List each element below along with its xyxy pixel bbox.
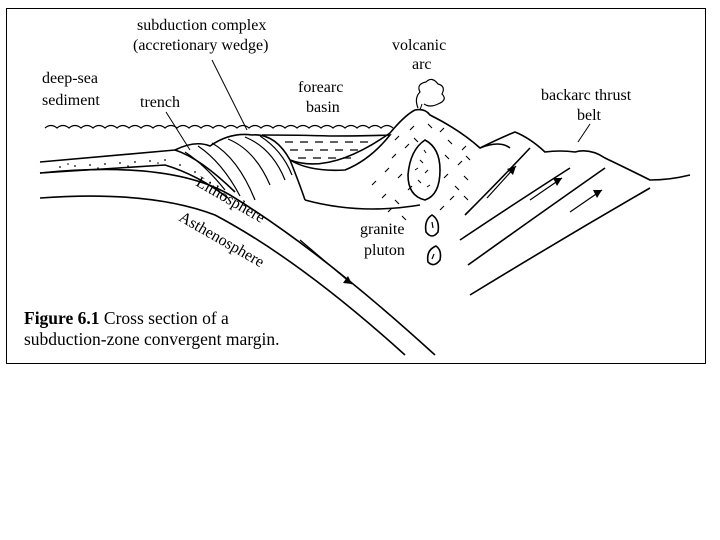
accretionary-wedge-outline — [174, 133, 306, 201]
volcanic-rock-marks — [371, 123, 471, 221]
pluton-texture — [414, 149, 431, 188]
figure-caption-line2: subduction-zone convergent margin. — [24, 329, 279, 349]
figure-frame — [6, 8, 706, 364]
label-subduction-complex: subduction complex — [137, 17, 266, 34]
label-sediment: sediment — [42, 92, 100, 109]
forearc-basin-outline — [261, 134, 392, 172]
overriding-plate-base — [304, 199, 421, 210]
subduction-arrowhead — [343, 276, 352, 284]
volcanic-plume — [415, 78, 445, 109]
label-basin: basin — [306, 99, 340, 116]
label-backarc-thrust: backarc thrust — [541, 87, 632, 104]
label-pluton: pluton — [364, 242, 405, 259]
label-lithosphere: Lithosphere — [193, 174, 268, 227]
label-trench: trench — [140, 94, 180, 111]
volcanic-arc-outline — [289, 108, 511, 165]
small-pluton-2 — [426, 245, 442, 266]
figure-caption-line1: Figure 6.1 Cross section of a — [24, 308, 229, 328]
backarc-topography — [479, 131, 691, 181]
label-arc: arc — [412, 56, 432, 73]
lithosphere-bottom — [39, 195, 406, 356]
granite-pluton-main — [407, 139, 441, 201]
leader-subduction-complex — [211, 59, 248, 131]
sea-surface — [44, 124, 394, 129]
leader-trench — [165, 111, 191, 151]
backarc-thrust-faults — [459, 147, 651, 296]
sediment-dots — [59, 159, 211, 184]
figure-number: Figure 6.1 — [24, 308, 100, 328]
label-deep-sea: deep-sea — [42, 70, 98, 87]
label-volcanic: volcanic — [392, 37, 446, 54]
caption-text-1: Cross section of a — [100, 308, 230, 328]
label-granite: granite — [360, 221, 404, 238]
forearc-basin-fill — [285, 141, 368, 159]
leader-backarc — [577, 123, 591, 143]
small-pluton-1 — [424, 214, 440, 237]
backarc-thrust-arrows — [486, 165, 603, 213]
lithosphere-top — [39, 168, 436, 356]
label-accretionary-wedge: (accretionary wedge) — [133, 37, 268, 54]
subduction-arrow — [299, 239, 353, 285]
label-forearc: forearc — [298, 79, 343, 96]
label-belt: belt — [577, 107, 602, 124]
wedge-thrust-slices — [184, 135, 293, 201]
